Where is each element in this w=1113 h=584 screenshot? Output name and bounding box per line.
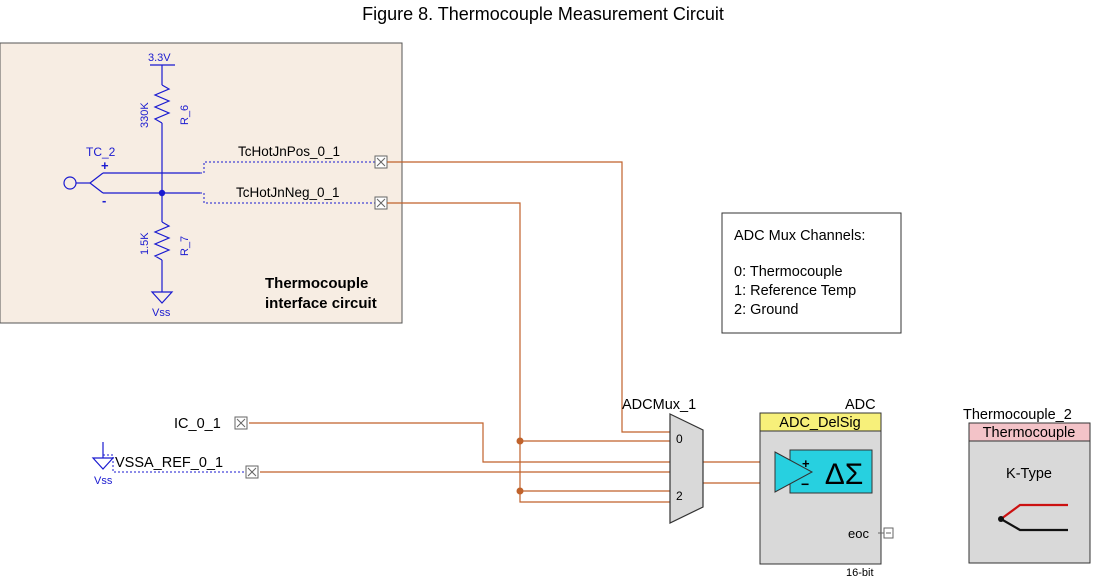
wire-ic-to-mux bbox=[249, 422, 670, 463]
thermocouple-header bbox=[968, 422, 1091, 442]
adc-block[interactable]: ADC ADC_DelSig + − ΔΣ eoc 16-bit bbox=[759, 397, 894, 579]
mux-ch0-label: 0 bbox=[676, 432, 683, 446]
adc-mux[interactable]: ADCMux_1 0 2 bbox=[622, 397, 704, 524]
vss-label: Vss bbox=[94, 475, 113, 487]
panel-caption-line1: Thermocouple bbox=[265, 275, 368, 292]
r6-name: R_6 bbox=[179, 105, 191, 125]
adc-title: ADC bbox=[845, 397, 876, 413]
panel-background bbox=[0, 42, 403, 324]
interface-circuit-panel: Thermocouple interface circuit 3.3V 330K… bbox=[0, 42, 403, 324]
net-neg-dashed bbox=[200, 192, 375, 204]
ground-icon bbox=[150, 291, 174, 304]
panel-caption-line2: interface circuit bbox=[265, 295, 377, 312]
mux-name: ADCMux_1 bbox=[622, 397, 696, 413]
legend-item: 0: Thermocouple bbox=[734, 264, 843, 280]
tc-name: TC_2 bbox=[86, 145, 116, 159]
vss-ground-icon bbox=[91, 457, 115, 470]
figure-title: Figure 8. Thermocouple Measurement Circu… bbox=[362, 4, 724, 24]
ic-pin-label: IC_0_1 bbox=[174, 416, 221, 432]
thermocouple-instance-name: Thermocouple_2 bbox=[963, 407, 1072, 423]
junction-dot bbox=[158, 189, 166, 197]
thermocouple-junction-icon bbox=[998, 503, 1068, 532]
vssa-dashed-net bbox=[103, 454, 248, 473]
tc-lead-plus-bend bbox=[89, 172, 104, 184]
thermocouple-block[interactable]: Thermocouple_2 Thermocouple K-Type bbox=[963, 407, 1091, 564]
delta-sigma-triangle-icon bbox=[774, 451, 814, 493]
pin-pos-label: TcHotJnPos_0_1 bbox=[238, 144, 340, 159]
pin-neg-label: TcHotJnNeg_0_1 bbox=[236, 185, 340, 200]
resistor-r6 bbox=[153, 84, 171, 124]
analog-wires bbox=[249, 161, 775, 503]
tc-minus-sign: - bbox=[102, 193, 106, 208]
wire-junction-dot bbox=[516, 487, 524, 495]
vssa-pin-icon[interactable] bbox=[245, 465, 259, 479]
legend-item: 2: Ground bbox=[734, 302, 799, 318]
resistor-r7 bbox=[153, 221, 171, 261]
mux-channel-legend: ADC Mux Channels: 0: Thermocouple 1: Ref… bbox=[721, 212, 902, 334]
ic-input: IC_0_1 bbox=[174, 416, 248, 432]
vssa-input: Vss VSSA_REF_0_1 bbox=[91, 442, 259, 487]
tc-lead-minus-bend bbox=[89, 182, 104, 194]
pin-neg-icon[interactable] bbox=[374, 196, 388, 210]
delta-sigma-symbol: ΔΣ bbox=[825, 458, 864, 491]
r7-value: 1.5K bbox=[139, 232, 151, 255]
adc-plus-sign: + bbox=[802, 456, 810, 471]
adc-header bbox=[759, 412, 882, 432]
adc-resolution: 16-bit bbox=[846, 567, 874, 579]
supply-label: 3.3V bbox=[148, 52, 171, 64]
net-pos-dashed bbox=[200, 161, 375, 174]
mux-ch2-label: 2 bbox=[676, 489, 683, 503]
mux-body bbox=[669, 413, 704, 524]
vssa-pin-label: VSSA_REF_0_1 bbox=[115, 455, 223, 471]
thermocouple-component-name: Thermocouple bbox=[983, 425, 1076, 441]
adc-minus-sign: − bbox=[801, 476, 809, 492]
wire-neg-to-mux bbox=[387, 202, 670, 503]
thermocouple-body bbox=[968, 422, 1091, 564]
adc-component-name: ADC_DelSig bbox=[779, 415, 860, 431]
ground-label: Vss bbox=[152, 307, 171, 319]
r6-value: 330K bbox=[139, 102, 151, 128]
wire-junction-dot bbox=[516, 437, 524, 445]
wire-pos-to-mux bbox=[387, 161, 670, 433]
r7-name: R_7 bbox=[179, 236, 191, 256]
eoc-pin-icon[interactable] bbox=[878, 527, 894, 539]
ic-pin-icon[interactable] bbox=[234, 416, 248, 430]
legend-item: 1: Reference Temp bbox=[734, 283, 856, 299]
pin-pos-icon[interactable] bbox=[374, 155, 388, 169]
tc-plus-sign: + bbox=[101, 158, 109, 173]
adc-eoc-label: eoc bbox=[848, 526, 869, 541]
thermocouple-type: K-Type bbox=[1006, 466, 1052, 482]
legend-title: ADC Mux Channels: bbox=[734, 228, 865, 244]
